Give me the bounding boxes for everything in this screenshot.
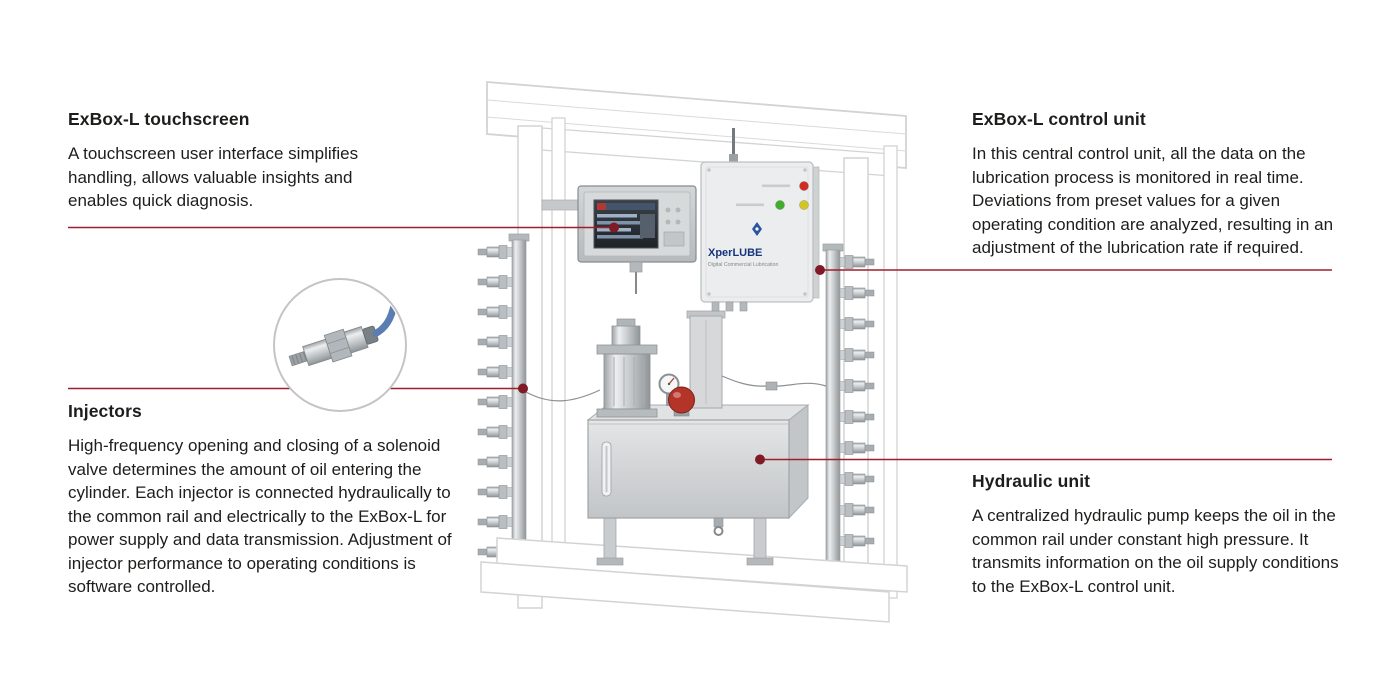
tank-front bbox=[587, 419, 790, 519]
connection-tubing bbox=[525, 375, 827, 402]
annotation-control-unit-body: In this central control unit, all the da… bbox=[972, 144, 1334, 257]
annotation-injectors-body: High-frequency opening and closing of a … bbox=[68, 436, 452, 596]
status-led-green bbox=[775, 200, 785, 210]
hydraulic-unit-device bbox=[586, 310, 810, 566]
leader-dot-control bbox=[815, 265, 825, 275]
annotation-injectors-title: Injectors bbox=[68, 401, 142, 421]
post-left-back bbox=[551, 117, 566, 571]
pulsation-damper-dome bbox=[668, 386, 695, 417]
leader-dot-hydraulic bbox=[755, 454, 765, 465]
post-right-back bbox=[883, 145, 898, 599]
annotation-hydraulic-unit-body: A centralized hydraulic pump keeps the o… bbox=[972, 506, 1339, 596]
oil-sight-gauge bbox=[601, 441, 612, 497]
annotation-touchscreen-title: ExBox-L touchscreen bbox=[68, 109, 250, 129]
injector-inset bbox=[273, 278, 407, 412]
leader-dot-touchscreen bbox=[609, 222, 619, 233]
control-unit-device: XperLUBE Digital Commercial Lubrication bbox=[700, 128, 820, 312]
injector-rail-right bbox=[822, 243, 875, 587]
touchscreen-device bbox=[541, 185, 697, 294]
brand-subtitle: Digital Commercial Lubrication bbox=[708, 262, 778, 268]
pump-reservoir bbox=[596, 318, 658, 418]
status-led-red bbox=[799, 181, 809, 191]
drain-valve bbox=[713, 517, 724, 536]
tank-side bbox=[788, 403, 809, 520]
annotation-hydraulic-unit-title: Hydraulic unit bbox=[972, 471, 1091, 491]
status-led-yellow bbox=[799, 200, 809, 210]
annotation-control-unit: ExBox-L control unit In this central con… bbox=[972, 109, 1344, 260]
annotation-hydraulic-unit: Hydraulic unit A centralized hydraulic p… bbox=[972, 471, 1344, 598]
base-skid bbox=[480, 537, 908, 623]
annotation-touchscreen: ExBox-L touchscreen A touchscreen user i… bbox=[68, 109, 378, 213]
annotation-control-unit-title: ExBox-L control unit bbox=[972, 109, 1146, 129]
control-panel-pillar bbox=[686, 310, 726, 409]
brand-name: XperLUBE bbox=[708, 247, 762, 259]
leader-dot-injectors bbox=[518, 383, 528, 394]
annotation-touchscreen-body: A touchscreen user interface simplifies … bbox=[68, 144, 359, 210]
annotation-injectors: Injectors High-frequency opening and clo… bbox=[68, 401, 456, 599]
injector-rail-left bbox=[477, 233, 530, 571]
